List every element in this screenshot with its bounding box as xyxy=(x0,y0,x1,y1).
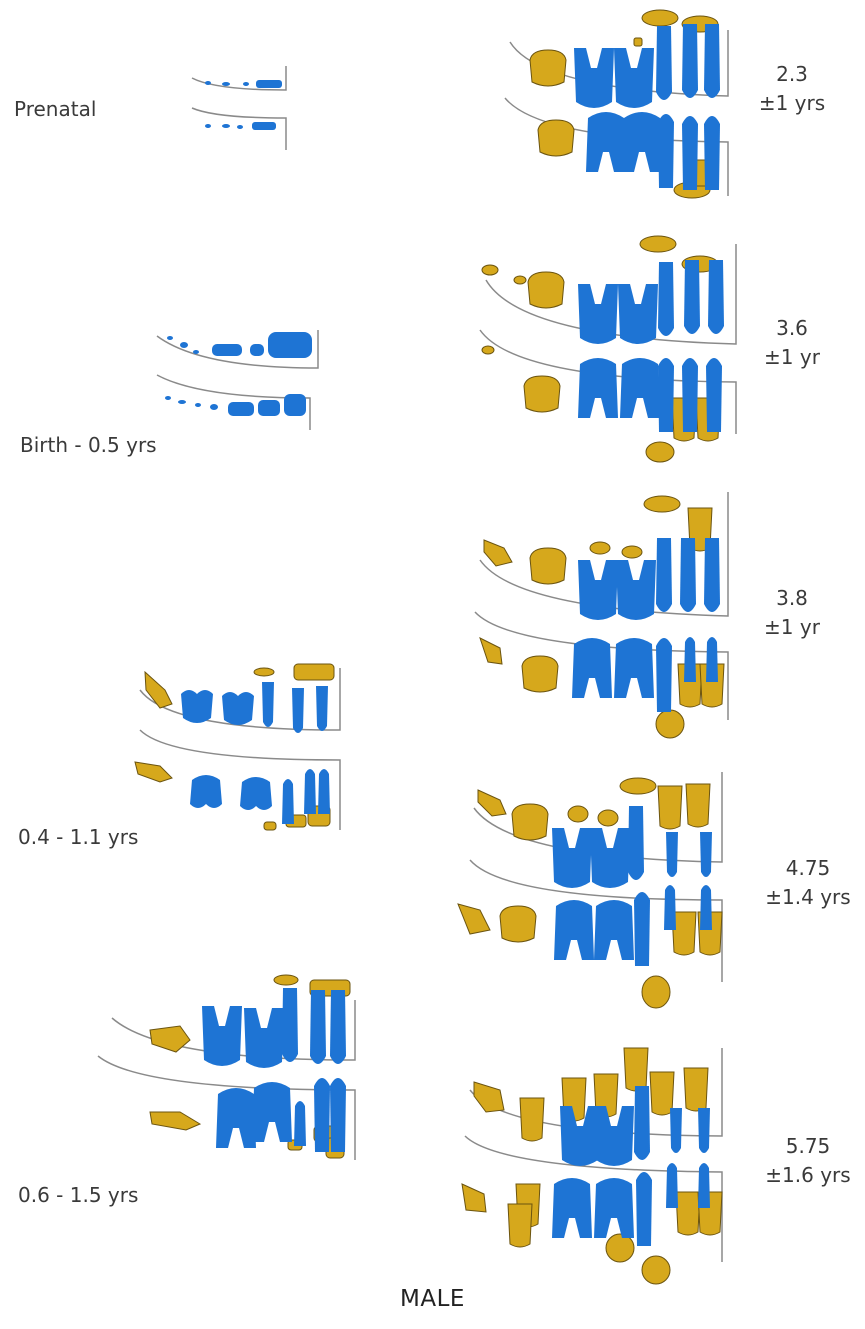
jaw-0-6-1-5 xyxy=(98,975,355,1160)
jaw-3-8-yrs xyxy=(475,492,728,738)
stage-label-prenatal: Prenatal xyxy=(14,98,96,121)
age-range: ±1.4 yrs xyxy=(755,883,861,912)
jaw-3-6-yrs xyxy=(480,236,736,462)
stage-label-0-6-1-5: 0.6 - 1.5 yrs xyxy=(18,1184,138,1207)
age-range: ±1 yrs xyxy=(752,89,832,118)
age-label-4: 4.75 ±1.4 yrs xyxy=(755,854,861,912)
jaw-5-75-yrs xyxy=(462,1048,722,1284)
age-range: ±1 yr xyxy=(752,343,832,372)
age-range: ±1 yr xyxy=(752,613,832,642)
age-value: 3.8 xyxy=(752,584,832,613)
age-value: 5.75 xyxy=(755,1132,861,1161)
stage-label-birth: Birth - 0.5 yrs xyxy=(20,434,157,457)
jaw-4-75-yrs xyxy=(458,772,722,1008)
age-label-2: 3.6 ±1 yr xyxy=(752,314,832,372)
jaw-birth xyxy=(157,330,318,430)
age-value: 4.75 xyxy=(755,854,861,883)
stage-label-0-4-1-1: 0.4 - 1.1 yrs xyxy=(18,826,138,849)
age-label-3: 3.8 ±1 yr xyxy=(752,584,832,642)
jaw-0-4-1-1 xyxy=(135,664,340,830)
age-value: 3.6 xyxy=(752,314,832,343)
jaw-prenatal xyxy=(192,66,286,150)
age-range: ±1.6 yrs xyxy=(755,1161,861,1190)
caption-male: MALE xyxy=(0,1286,865,1312)
age-label-5: 5.75 ±1.6 yrs xyxy=(755,1132,861,1190)
age-value: 2.3 xyxy=(752,60,832,89)
jaw-2-3-yrs xyxy=(505,10,728,198)
age-label-1: 2.3 ±1 yrs xyxy=(752,60,832,118)
